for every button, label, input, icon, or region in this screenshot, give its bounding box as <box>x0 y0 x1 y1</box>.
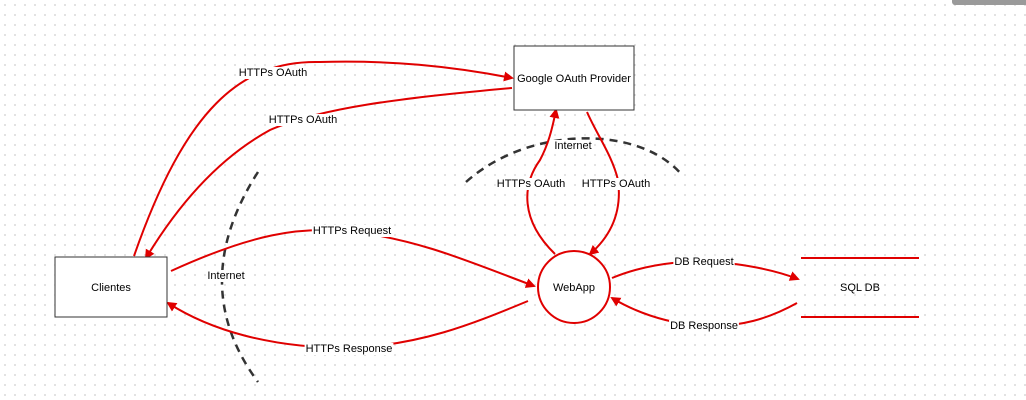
label-background <box>495 178 567 190</box>
edge-oauth-to-clientes[interactable] <box>144 87 513 260</box>
google-oauth-node[interactable]: Google OAuth Provider <box>513 45 635 111</box>
label-webapp-to-clientes: HTTPs Response <box>306 343 393 355</box>
label-clientes-to-webapp: HTTPs Request <box>313 225 391 237</box>
sql-db-label: SQL DB <box>840 282 880 294</box>
label-background <box>669 320 739 332</box>
label-background <box>206 270 246 282</box>
label-internet-top: Internet <box>554 140 591 152</box>
webapp-node[interactable]: WebApp <box>537 250 611 324</box>
clientes-node[interactable]: Clientes <box>54 256 168 318</box>
internet-boundary-left <box>220 171 260 383</box>
label-webapp-to-oauth: HTTPs OAuth <box>497 178 565 190</box>
label-background <box>673 256 735 268</box>
edge-labels: HTTPs OAuth HTTPs OAuth HTTPs Request HT… <box>206 67 739 355</box>
label-background <box>553 140 593 152</box>
label-background <box>311 225 393 237</box>
label-background <box>304 343 394 355</box>
edge-webapp-to-oauth[interactable] <box>526 108 560 255</box>
label-clientes-to-oauth: HTTPs OAuth <box>239 67 307 79</box>
label-db-to-webapp: DB Response <box>670 320 738 332</box>
edge-clientes-to-oauth[interactable] <box>133 60 514 257</box>
scrollbar-tab[interactable] <box>952 0 1026 5</box>
webapp-label: WebApp <box>553 282 595 294</box>
internet-boundary-top <box>465 137 683 183</box>
label-webapp-to-db: DB Request <box>674 256 733 268</box>
edge-webapp-to-clientes[interactable] <box>166 300 529 350</box>
clientes-label: Clientes <box>91 282 131 294</box>
label-background <box>267 114 339 126</box>
label-background <box>580 178 652 190</box>
sql-db-node[interactable]: SQL DB <box>801 257 919 318</box>
label-internet-left: Internet <box>207 270 244 282</box>
google-oauth-label: Google OAuth Provider <box>517 73 631 85</box>
label-background <box>237 67 309 79</box>
label-oauth-to-webapp: HTTPs OAuth <box>582 178 650 190</box>
label-oauth-to-clientes: HTTPs OAuth <box>269 114 337 126</box>
